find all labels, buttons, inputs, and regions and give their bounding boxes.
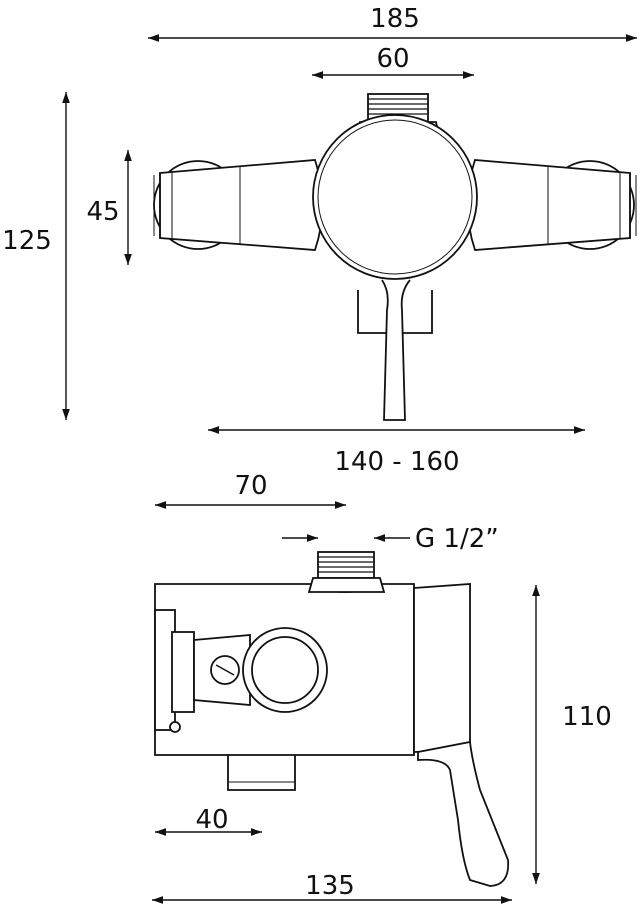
dim-body-height-front: 45 (86, 197, 119, 227)
dim-inlet-range: 140 - 160 (334, 447, 459, 477)
bottom-outlet (227, 755, 296, 791)
front-view (153, 93, 637, 421)
right-connector (466, 159, 631, 251)
front-dimensions: 185 60 125 45 140 - 160 (2, 4, 637, 477)
dim-thread-size: G 1/2” (415, 524, 499, 554)
dim-outlet-offset: 40 (195, 805, 228, 835)
dim-inlet-centers: 60 (376, 44, 409, 74)
side-handle-block (413, 583, 471, 753)
central-body (312, 114, 478, 280)
dim-side-height: 110 (562, 702, 612, 732)
dim-overall-width: 185 (370, 4, 420, 34)
side-top-thread (317, 551, 375, 579)
lever-handle (381, 279, 411, 421)
side-dimensions: 70 G 1/2” 110 40 135 (152, 471, 612, 904)
dim-depth-to-outlet: 70 (234, 471, 267, 501)
side-lever (417, 740, 510, 887)
left-connector (159, 159, 324, 251)
side-view (154, 551, 510, 887)
dim-overall-height-front: 125 (2, 226, 52, 256)
dim-overall-depth: 135 (305, 871, 355, 901)
